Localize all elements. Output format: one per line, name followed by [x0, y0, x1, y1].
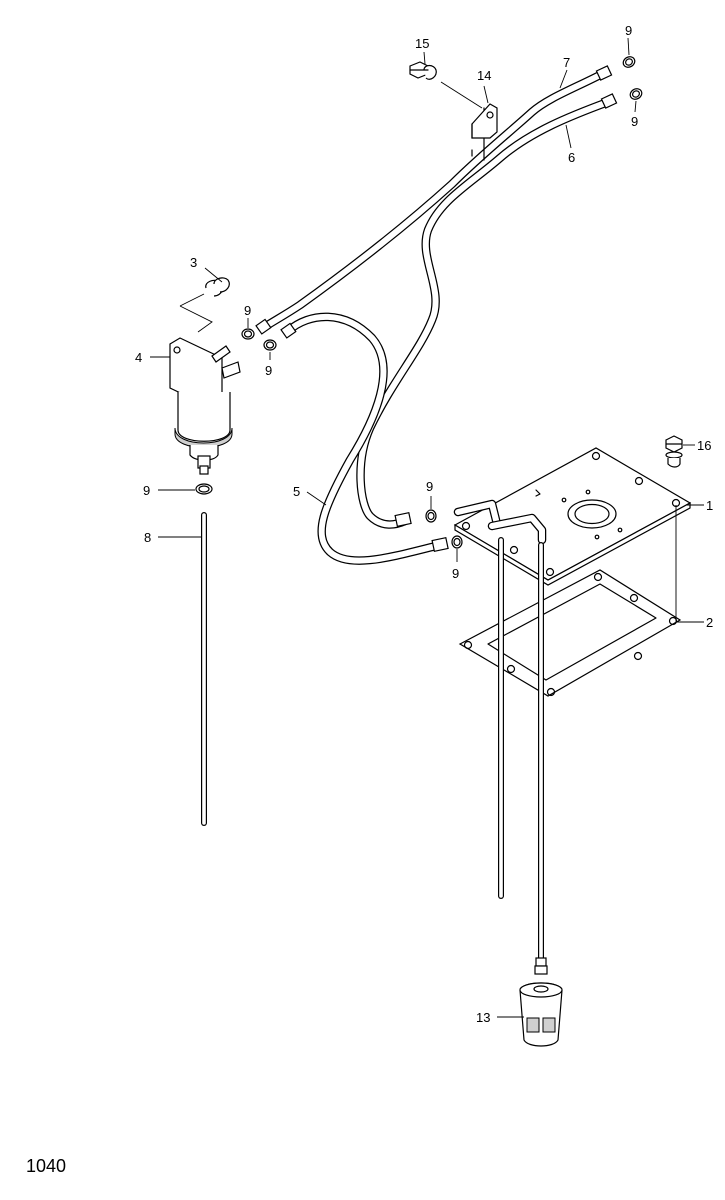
plate-1 — [453, 447, 692, 586]
hose-6 — [356, 97, 613, 529]
clamp-9-filter — [195, 328, 277, 495]
callout-13: 13 — [476, 1010, 490, 1025]
pickup-tubes — [498, 537, 548, 975]
callout-labels: 1 2 3 4 5 6 7 8 9 9 9 9 9 9 9 13 14 15 1… — [135, 23, 713, 1025]
callout-9-b: 9 — [631, 114, 638, 129]
filter-4 — [169, 337, 241, 475]
callout-4: 4 — [135, 350, 142, 365]
callout-9-c: 9 — [244, 303, 251, 318]
clamp-14 — [471, 103, 498, 161]
hose-7 — [258, 69, 607, 333]
callout-1: 1 — [706, 498, 713, 513]
gasket-2 — [458, 569, 682, 697]
callout-16: 16 — [697, 438, 711, 453]
callout-8: 8 — [144, 530, 151, 545]
callout-3: 3 — [190, 255, 197, 270]
callout-6: 6 — [568, 150, 575, 165]
callout-9-a: 9 — [625, 23, 632, 38]
bolt-16 — [665, 435, 683, 468]
callout-9-d: 9 — [265, 363, 272, 378]
callout-2: 2 — [706, 615, 713, 630]
leader-lines — [150, 37, 704, 1018]
callout-9-e: 9 — [143, 483, 150, 498]
page-number: 1040 — [26, 1156, 67, 1176]
bolt-15 — [409, 61, 437, 80]
clamp-9-plate — [425, 509, 463, 549]
callout-7: 7 — [563, 55, 570, 70]
strainer-13 — [519, 982, 563, 1047]
hose-ends — [255, 65, 618, 553]
hose-5 — [283, 312, 445, 565]
callout-5: 5 — [293, 484, 300, 499]
callout-9-f: 9 — [426, 479, 433, 494]
callout-9-g: 9 — [452, 566, 459, 581]
callout-14: 14 — [477, 68, 491, 83]
callout-15: 15 — [415, 36, 429, 51]
clamp-9-top — [622, 56, 643, 100]
clip-3 — [179, 277, 230, 333]
